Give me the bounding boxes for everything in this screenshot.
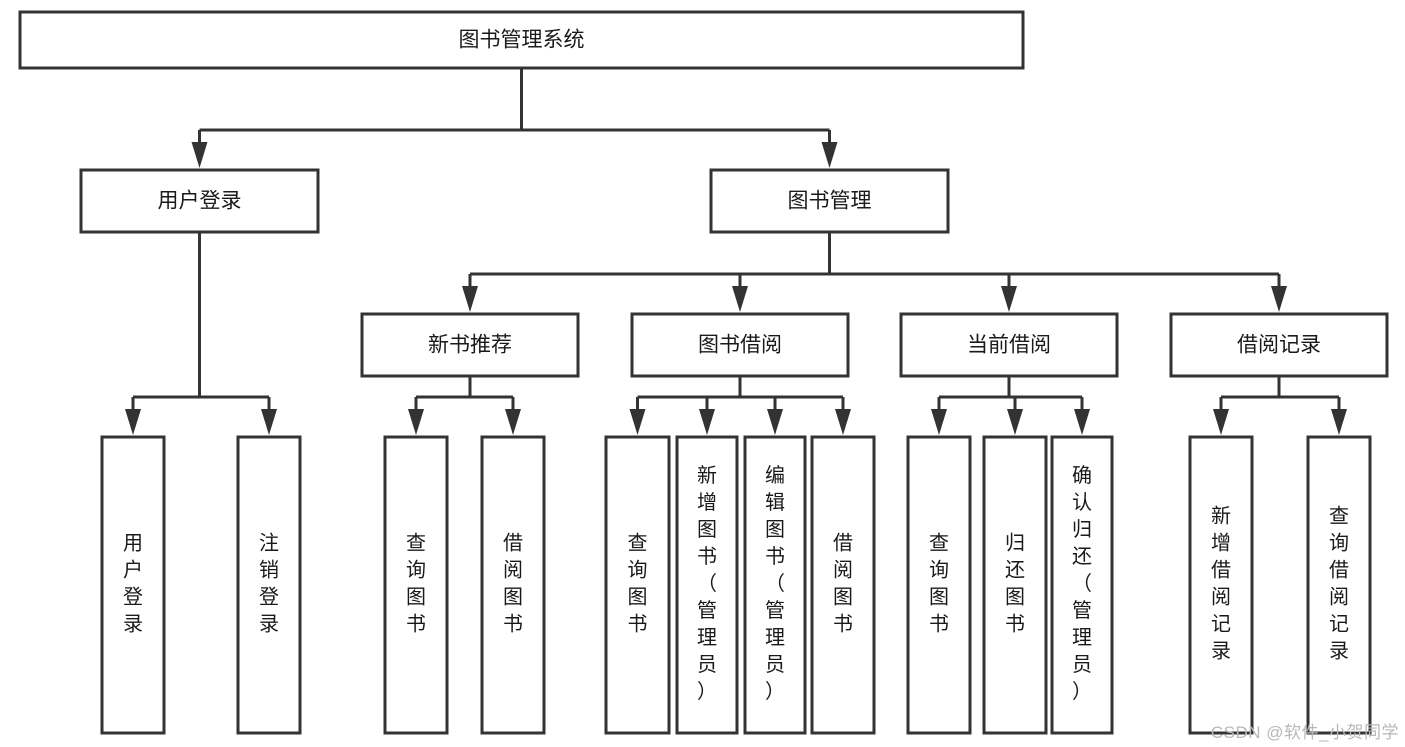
node-label-root: 图书管理系统	[459, 29, 585, 52]
node-box-leaf-query-record	[1306, 435, 1372, 735]
node-leaf-logout[interactable]: 注销登录	[236, 435, 302, 735]
node-box-leaf-add-book	[675, 435, 739, 735]
node-leaf-query-record[interactable]: 查询借阅记录	[1306, 435, 1372, 735]
node-leaf-query-book-1[interactable]: 查询图书	[383, 435, 449, 735]
node-box-leaf-query-book-3	[906, 435, 972, 735]
node-leaf-add-record[interactable]: 新增借阅记录	[1188, 435, 1254, 735]
node-box-book-manage	[709, 168, 950, 234]
node-label-borrow-record: 借阅记录	[1237, 334, 1321, 357]
edge-group-book-manage	[462, 232, 1287, 312]
edge-group-book-borrow	[629, 376, 851, 435]
node-box-leaf-borrow-book-1	[480, 435, 546, 735]
node-borrow-record[interactable]: 借阅记录	[1169, 312, 1389, 378]
node-root[interactable]: 图书管理系统	[18, 10, 1025, 70]
edge-group-current-borrow	[931, 376, 1090, 435]
node-label-leaf-return-book: 归还图书	[1005, 532, 1025, 636]
node-leaf-edit-book[interactable]: 编辑图书（管理员）	[743, 435, 807, 735]
node-leaf-add-book[interactable]: 新增图书（管理员）	[675, 435, 739, 735]
node-leaf-borrow-book-2[interactable]: 借阅图书	[810, 435, 876, 735]
node-box-leaf-return-book	[982, 435, 1048, 735]
node-leaf-return-book[interactable]: 归还图书	[982, 435, 1048, 735]
node-current-borrow[interactable]: 当前借阅	[899, 312, 1119, 378]
node-leaf-query-book-3[interactable]: 查询图书	[906, 435, 972, 735]
node-book-manage[interactable]: 图书管理	[709, 168, 950, 234]
node-label-new-book-rec: 新书推荐	[428, 334, 512, 357]
node-label-leaf-edit-book: 编辑图书（管理员）	[765, 464, 785, 703]
node-label-leaf-add-book: 新增图书（管理员）	[697, 464, 717, 703]
node-box-leaf-query-book-2	[604, 435, 671, 735]
node-leaf-query-book-2[interactable]: 查询图书	[604, 435, 671, 735]
node-box-leaf-edit-book	[743, 435, 807, 735]
edge-group-user-login	[125, 232, 277, 435]
node-leaf-confirm-return[interactable]: 确认归还（管理员）	[1050, 435, 1114, 735]
node-box-user-login	[79, 168, 320, 234]
node-label-leaf-logout: 注销登录	[259, 532, 279, 636]
node-leaf-borrow-book-1[interactable]: 借阅图书	[480, 435, 546, 735]
node-box-leaf-add-record	[1188, 435, 1254, 735]
node-label-book-borrow: 图书借阅	[698, 334, 782, 357]
node-box-borrow-record	[1169, 312, 1389, 378]
node-leaf-user-login[interactable]: 用户登录	[100, 435, 166, 735]
node-label-leaf-query-record: 查询借阅记录	[1329, 505, 1349, 663]
node-book-borrow[interactable]: 图书借阅	[630, 312, 850, 378]
node-label-user-login: 用户登录	[158, 190, 242, 213]
node-box-book-borrow	[630, 312, 850, 378]
node-label-current-borrow: 当前借阅	[967, 334, 1051, 357]
node-box-leaf-user-login	[100, 435, 166, 735]
node-box-leaf-logout	[236, 435, 302, 735]
node-new-book-rec[interactable]: 新书推荐	[360, 312, 580, 378]
edge-group-new-book-rec	[408, 376, 521, 435]
edges-layer	[125, 68, 1347, 435]
node-box-root	[18, 10, 1025, 70]
node-user-login[interactable]: 用户登录	[79, 168, 320, 234]
node-label-leaf-query-book-3: 查询图书	[929, 532, 949, 636]
node-label-leaf-query-book-1: 查询图书	[406, 532, 426, 636]
node-label-leaf-query-book-2: 查询图书	[628, 532, 648, 636]
nodes-layer: 图书管理系统用户登录图书管理新书推荐图书借阅当前借阅借阅记录用户登录注销登录查询…	[18, 10, 1389, 735]
node-box-current-borrow	[899, 312, 1119, 378]
node-label-book-manage: 图书管理	[788, 190, 872, 213]
edge-group-borrow-record	[1213, 376, 1347, 435]
node-label-leaf-user-login: 用户登录	[123, 533, 143, 636]
node-box-leaf-confirm-return	[1050, 435, 1114, 735]
node-label-leaf-borrow-book-1: 借阅图书	[503, 532, 523, 636]
node-box-new-book-rec	[360, 312, 580, 378]
node-box-leaf-query-book-1	[383, 435, 449, 735]
node-label-leaf-borrow-book-2: 借阅图书	[833, 532, 853, 636]
node-label-leaf-add-record: 新增借阅记录	[1211, 505, 1231, 663]
edge-group-root	[191, 68, 838, 168]
node-box-leaf-borrow-book-2	[810, 435, 876, 735]
node-label-leaf-confirm-return: 确认归还（管理员）	[1072, 464, 1092, 703]
